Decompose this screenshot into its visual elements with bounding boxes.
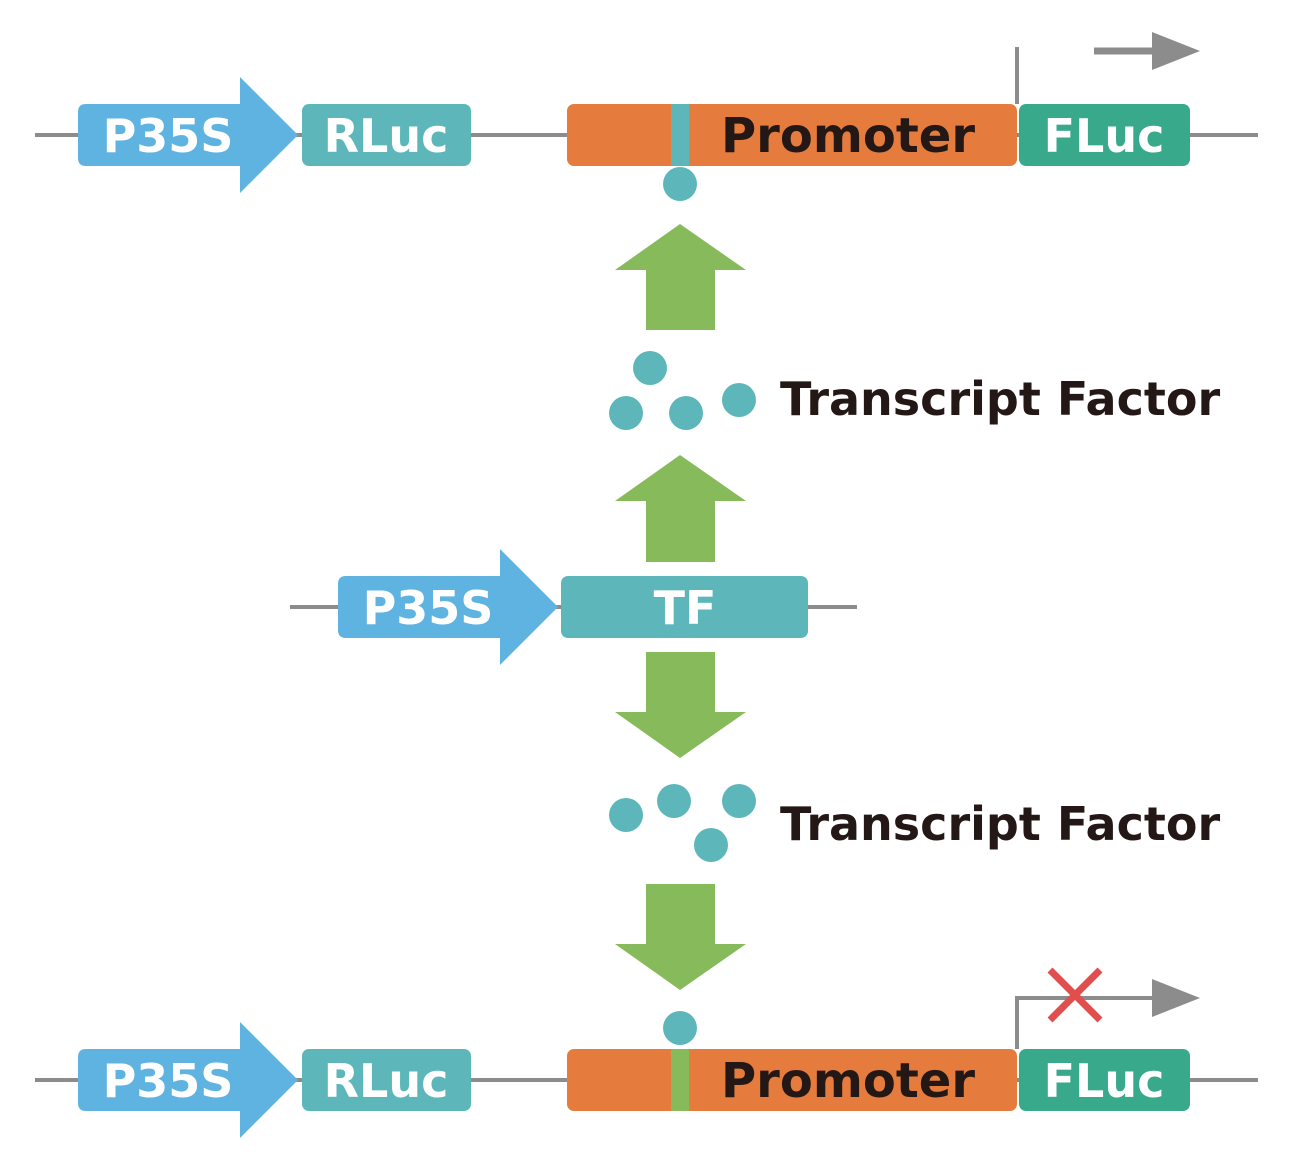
effector-construct: P35S TF: [290, 549, 857, 665]
transcription-start-arrow-icon: [1015, 979, 1200, 1049]
bottom-binding-site: [671, 1049, 689, 1111]
bottom-promoter-label: Promoter: [721, 1053, 975, 1109]
factor-dot: [694, 828, 728, 862]
upper-green-arrow-1: [615, 224, 746, 330]
repressing-factor-label: Transcript Factor: [780, 797, 1220, 851]
effector-p35s-label: P35S: [363, 581, 494, 635]
bottom-rluc-box: [302, 1049, 471, 1111]
lower-green-arrow-1: [615, 652, 746, 758]
bottom-p35s-label: P35S: [103, 1054, 234, 1108]
top-promoter-label: Promoter: [721, 108, 975, 164]
top-fluc-box: [1019, 104, 1190, 166]
bottom-rluc-label: RLuc: [324, 1054, 449, 1108]
factor-dot: [657, 784, 691, 818]
bottom-fluc-label: FLuc: [1044, 1054, 1165, 1108]
factor-dot: [633, 351, 667, 385]
top-p35s-label: P35S: [103, 109, 234, 163]
factor-dot: [609, 798, 643, 832]
top-construct: P35S RLuc Promoter FLuc: [35, 32, 1258, 201]
cross-icon: [1047, 967, 1103, 1023]
effector-p35s-arrow: [338, 549, 558, 665]
top-rluc-label: RLuc: [324, 109, 449, 163]
factor-dot: [722, 784, 756, 818]
activating-factor-cluster: [609, 351, 756, 430]
bottom-fluc-box: [1019, 1049, 1190, 1111]
factor-dot: [669, 396, 703, 430]
bottom-bound-factor-dot: [663, 1011, 697, 1045]
top-fluc-label: FLuc: [1044, 109, 1165, 163]
bottom-construct: P35S RLuc Promoter FLuc: [35, 967, 1258, 1138]
repressing-factor-cluster: [609, 784, 756, 862]
top-bound-factor-dot: [663, 167, 697, 201]
transcription-start-arrow-icon: [1094, 32, 1200, 70]
upper-green-arrow-2: [615, 455, 746, 562]
activating-factor-label: Transcript Factor: [780, 372, 1220, 426]
top-rluc-box: [302, 104, 471, 166]
factor-dot: [722, 383, 756, 417]
lower-green-arrow-2: [615, 884, 746, 990]
factor-dot: [609, 396, 643, 430]
tf-label: TF: [654, 581, 717, 635]
top-p35s-arrow: [78, 77, 298, 193]
bottom-p35s-arrow: [78, 1022, 298, 1138]
tf-box: [561, 576, 808, 638]
top-binding-site: [671, 104, 689, 166]
